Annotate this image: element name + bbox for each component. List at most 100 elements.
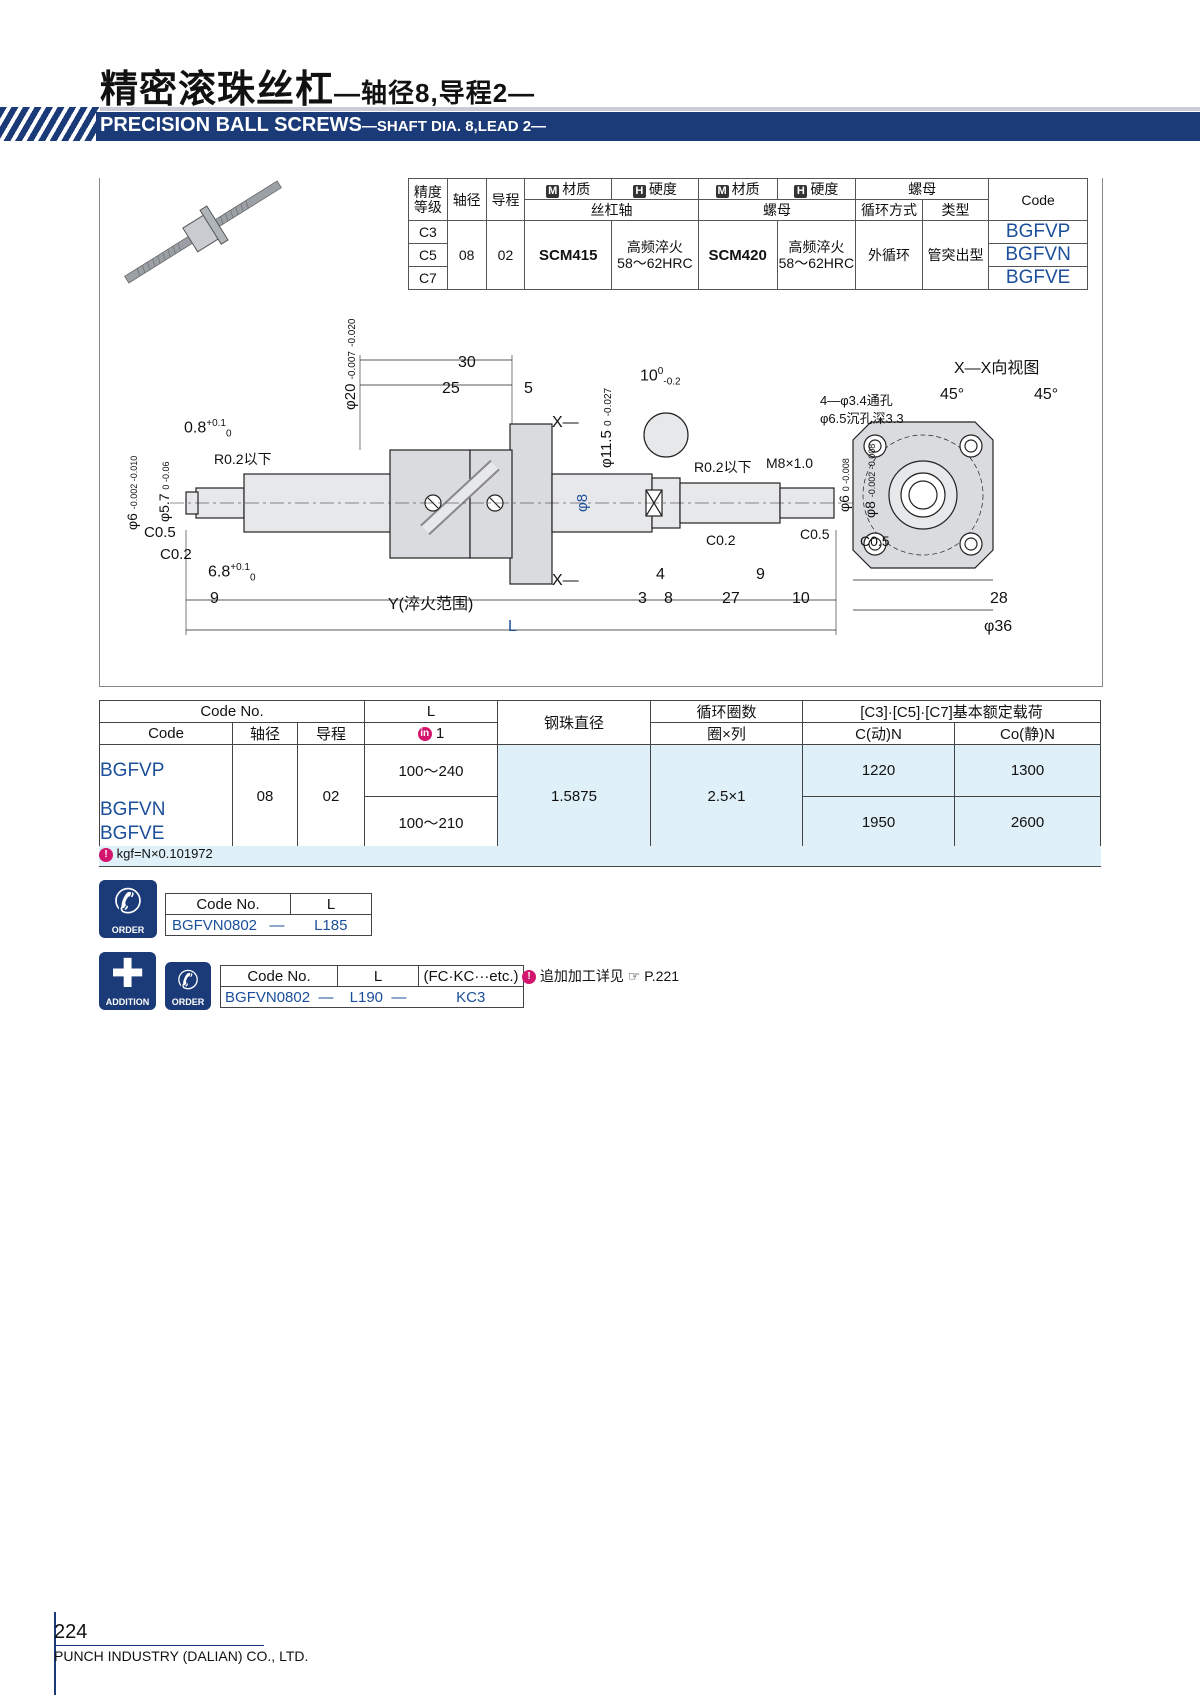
L-range-b: 100～210 <box>364 796 498 849</box>
nut-material: SCM420 <box>697 220 778 290</box>
h-shaft: 轴径 <box>232 722 298 745</box>
chamfer-c05-a: C0.5 <box>144 524 176 541</box>
co-b: 2600 <box>954 796 1101 849</box>
h-lead: 导程 <box>297 722 365 745</box>
c-b: 1950 <box>802 796 955 849</box>
code-bgfve: BGFVE <box>988 266 1088 290</box>
add-h-codeno: Code No. <box>220 965 338 987</box>
page-ref-link[interactable]: P.221 <box>644 968 680 984</box>
add-L: L190 — <box>337 986 419 1008</box>
header-bar <box>96 112 1200 141</box>
r02-left: R0.2以下 <box>214 451 272 467</box>
material-icon: M <box>546 185 560 198</box>
pointing-hand-icon: ☞ <box>627 968 641 984</box>
co-a: 1300 <box>954 744 1101 797</box>
note-icon: ! <box>99 847 113 862</box>
grade-c3: C3 <box>408 220 448 244</box>
h-type: 类型 <box>921 199 990 221</box>
r02-right: R0.2以下 <box>694 459 752 475</box>
dim-9-a: 9 <box>210 590 219 607</box>
h-turns-sub: 圈×列 <box>650 722 803 745</box>
section-mark-bottom: X— <box>552 572 579 589</box>
dim-30: 30 <box>458 354 476 371</box>
material-icon: M <box>715 185 729 198</box>
page-number: 224 <box>54 1621 88 1643</box>
order-L: L185 <box>290 914 372 936</box>
code-table: Code No. L 钢珠直径 循环圈数 [C3]·[C5]·[C7]基本额定载… <box>99 700 1101 849</box>
h-shaft: 轴径 <box>446 178 487 221</box>
order-phone-icon: ✆ ORDER <box>99 880 157 938</box>
h-turns: 循环圈数 <box>650 700 803 723</box>
hardness-icon: H <box>632 185 646 198</box>
page-title: 精密滚珠丝杠—轴径8,导程2— <box>100 58 535 113</box>
dim-8: 8 <box>664 590 673 607</box>
h-codeno: Code No. <box>99 700 365 723</box>
addition-example-table: Code No. L (FC·KC···etc.) BGFVN0802 — L1… <box>220 965 524 1008</box>
dim-phi8-right: φ8 -0.002 -0.008 <box>862 443 878 518</box>
addition-phone-icon: ✆ ORDER <box>165 962 211 1010</box>
footer-rule <box>54 1612 56 1695</box>
angle-45-b: 45° <box>1034 386 1059 403</box>
dim-10: 100-0.2 <box>640 366 681 388</box>
dim-27: 27 <box>722 590 740 607</box>
dim-4: 4 <box>656 566 665 583</box>
h-code: Code <box>988 178 1088 221</box>
chamfer-c05-b: C0.5 <box>800 526 830 542</box>
L-range-a: 100～240 <box>364 744 498 797</box>
dim-phi6-left: φ6 -0.002 -0.010 <box>124 455 140 530</box>
code-bgfvn: BGFVN <box>988 243 1088 267</box>
h-load: [C3]·[C5]·[C7]基本额定载荷 <box>802 700 1101 723</box>
h-shaft-group: 丝杠轴 <box>524 199 699 221</box>
chamfer-c02-b: C0.2 <box>706 532 736 548</box>
order-example-table: Code No.L BGFVN0802 —L185 <box>165 893 372 936</box>
circulation: 外循环 <box>855 220 923 290</box>
dim-phi5-7: φ5.7 0 -0.06 <box>156 461 172 522</box>
technical-drawing <box>170 355 994 635</box>
angle-45-a: 45° <box>940 386 965 403</box>
shaft-value: 08 <box>232 744 298 849</box>
dim-3: 3 <box>638 590 647 607</box>
dim-phi6-right: φ6 0 -0.008 <box>836 458 852 512</box>
add-extra: KC3 <box>418 986 524 1008</box>
c-a: 1220 <box>802 744 955 797</box>
chamfer-c02-a: C0.2 <box>160 546 192 563</box>
section-mark-top: X— <box>552 414 579 431</box>
h-co: Co(静)N <box>954 722 1101 745</box>
lead-value: 02 <box>297 744 365 849</box>
title-cn: 精密滚珠丝杠 <box>100 69 335 111</box>
product-image <box>124 180 282 284</box>
shaft-material: SCM415 <box>524 220 613 290</box>
code-bgfvp: BGFVP <box>988 220 1088 244</box>
order-h-codeno: Code No. <box>165 893 291 915</box>
header-stripes <box>0 107 100 141</box>
h-L: L <box>364 700 498 723</box>
page-title-en: PRECISION BALL SCREWS—SHAFT DIA. 8,LEAD … <box>100 114 546 137</box>
add-h-extra: (FC·KC···etc.) <box>418 965 524 987</box>
grade-c5: C5 <box>408 243 448 267</box>
drawing-frame <box>99 178 1103 687</box>
h-ball: 钢珠直径 <box>497 700 651 745</box>
h-c: C(动)N <box>802 722 955 745</box>
add-code: BGFVN0802 — <box>220 986 338 1008</box>
add-h-L: L <box>337 965 419 987</box>
footer-line <box>54 1645 264 1646</box>
company-name: PUNCH INDUSTRY (DALIAN) CO., LTD. <box>54 1648 309 1664</box>
dim-phi8-center: φ8 <box>574 493 591 512</box>
dim-phi20: φ20 -0.007 -0.020 <box>342 318 359 410</box>
dim-0-8: 0.8+0.10 <box>184 418 232 440</box>
header-divider <box>0 107 1200 111</box>
ball-value: 1.5875 <box>497 744 651 849</box>
note-icon: ! <box>522 970 536 985</box>
nut-type: 管突出型 <box>921 220 990 290</box>
dim-5: 5 <box>524 380 533 397</box>
order-h-L: L <box>290 893 372 915</box>
view-title: X—X向视图 <box>954 360 1040 377</box>
h-circulation: 循环方式 <box>855 199 923 221</box>
h-nut-group: 螺母 <box>697 199 857 221</box>
